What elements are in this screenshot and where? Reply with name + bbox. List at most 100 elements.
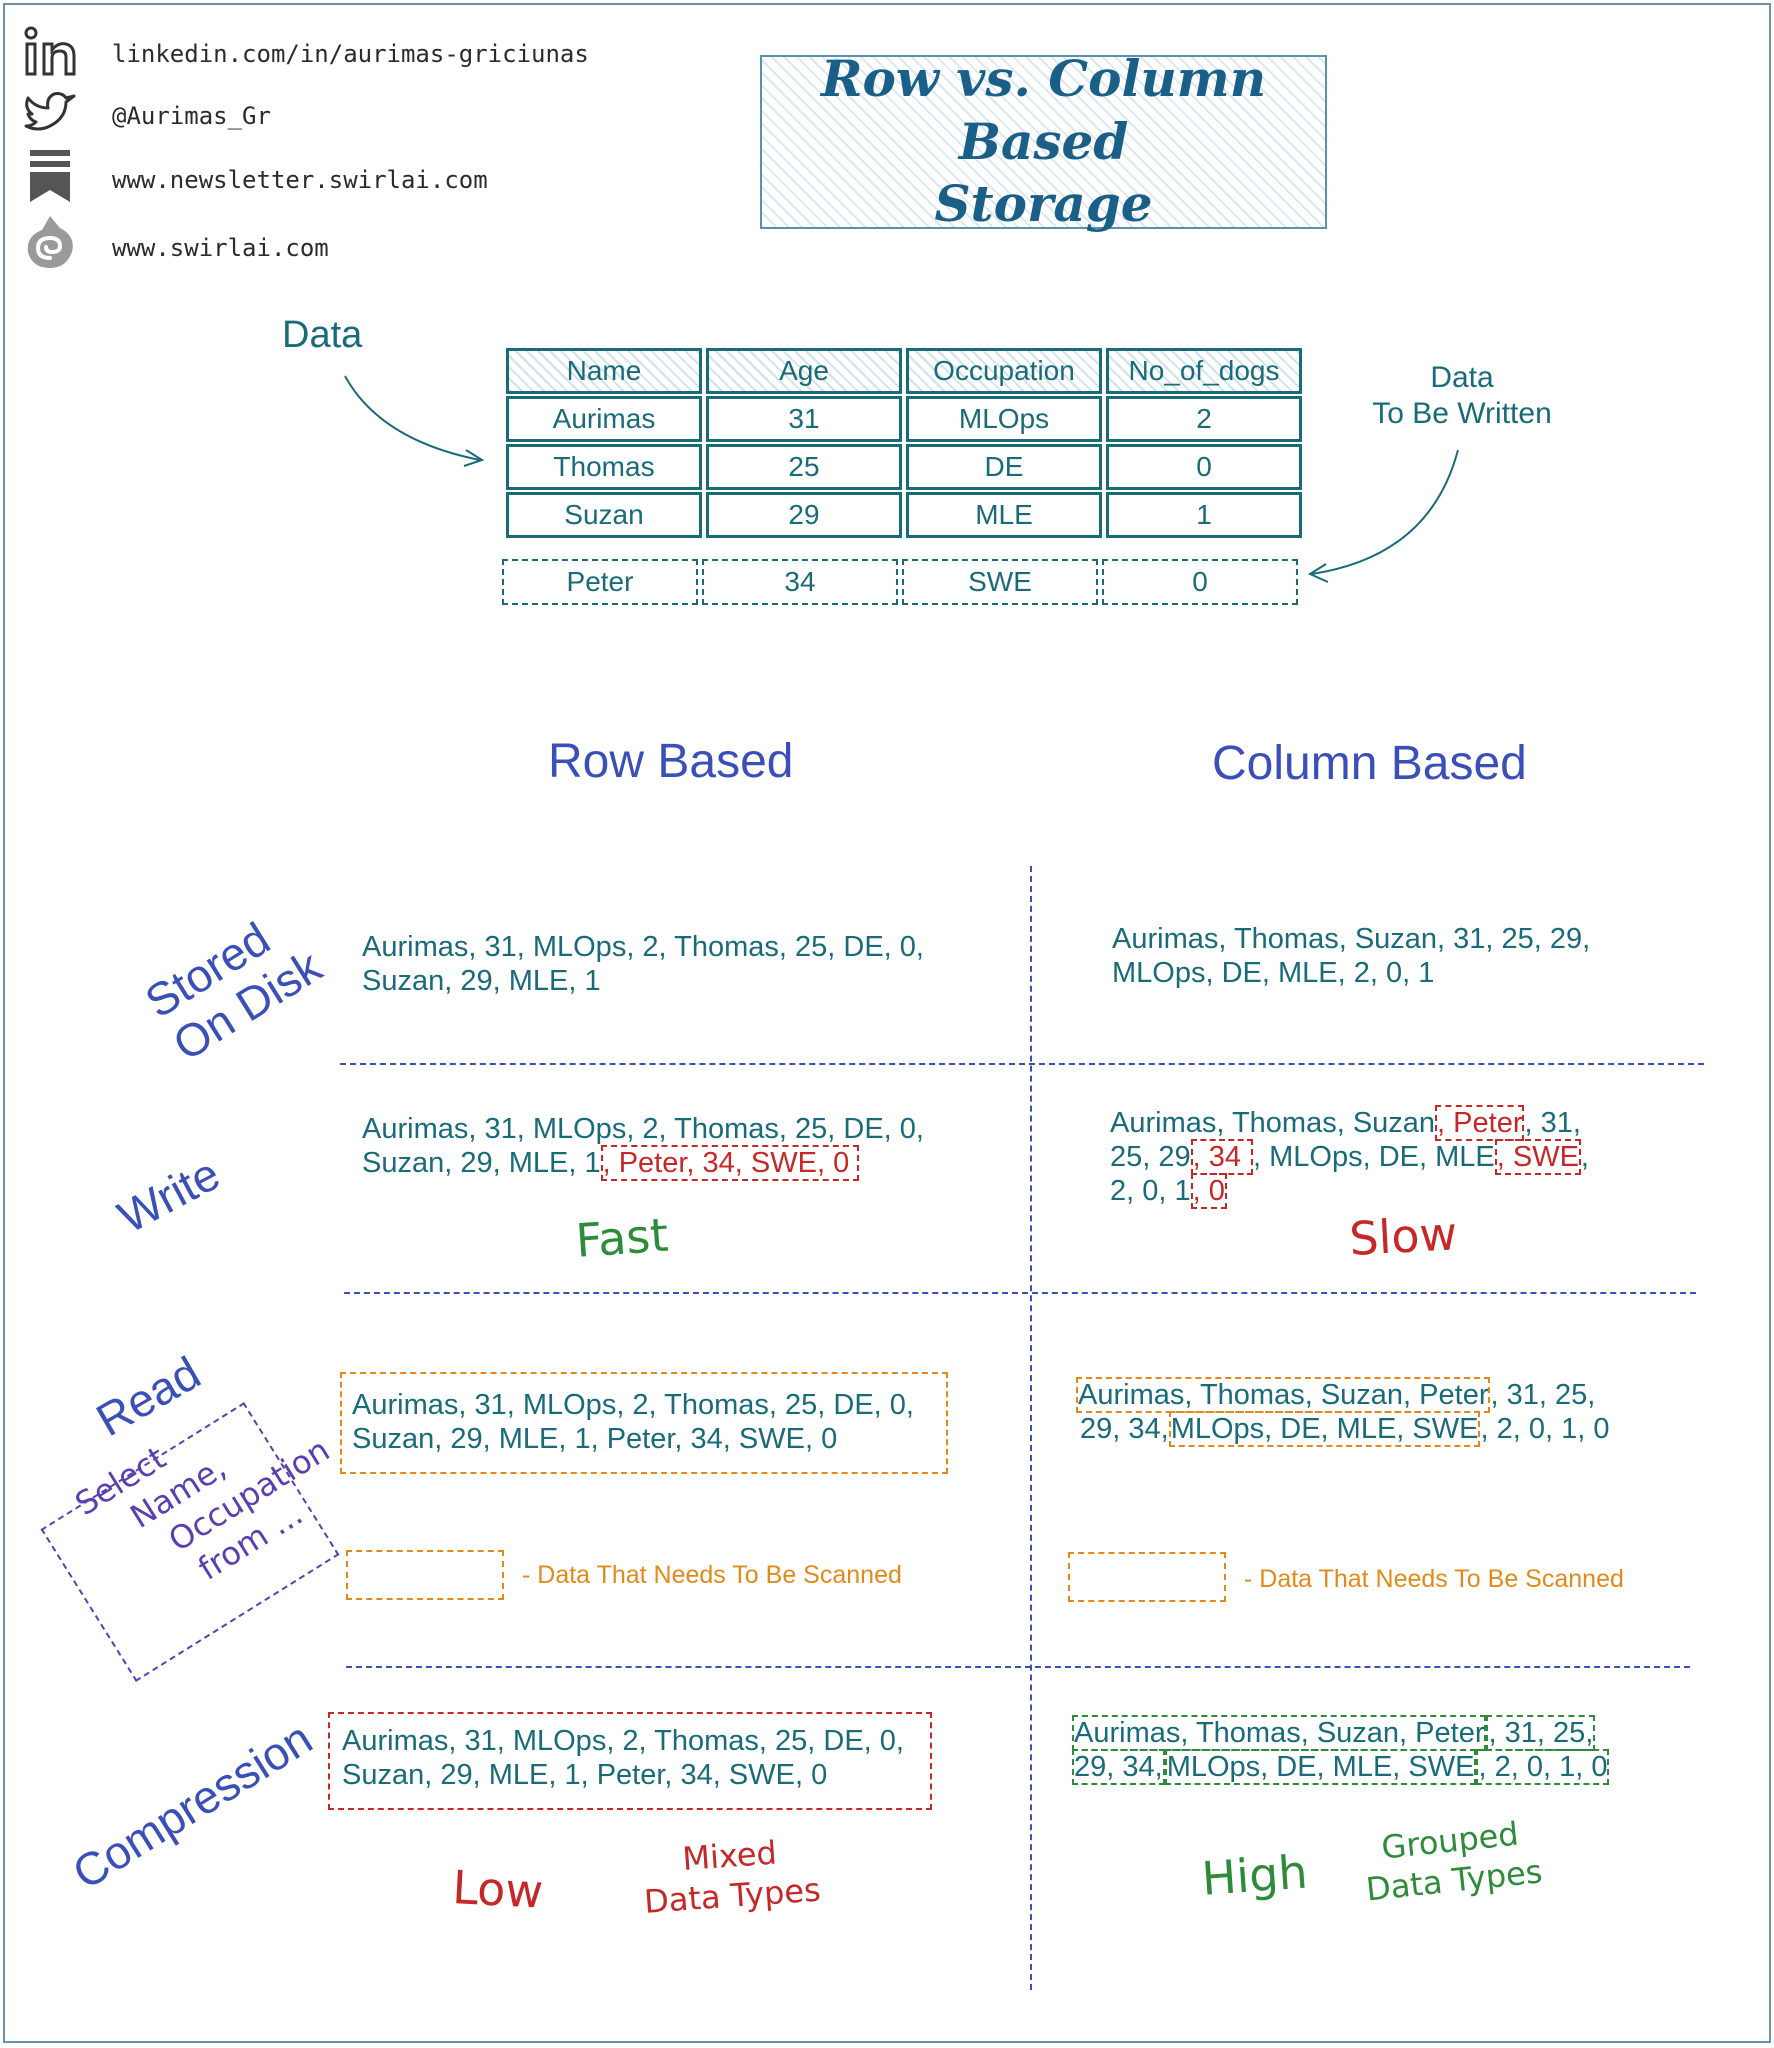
write-column-comma: ,: [1580, 1141, 1589, 1173]
write-row-new-data: , Peter, 34, SWE, 0: [600, 1145, 860, 1181]
read-column-line1: Aurimas, Thomas, Suzan, Peter, 31, 25,: [1076, 1377, 1609, 1413]
header-age: Age: [706, 348, 902, 394]
horizontal-divider-1: [340, 1063, 1704, 1065]
write-column-new-age: , 34: [1190, 1139, 1254, 1175]
table-header-row: Name Age Occupation No_of_dogs: [506, 348, 1302, 394]
stored-column-line1: Aurimas, Thomas, Suzan, 31, 25, 29,: [1112, 923, 1591, 955]
data-arrow-icon: [344, 375, 485, 467]
stored-column-line2: MLOps, DE, MLE, 2, 0, 1: [1112, 957, 1435, 989]
write-row-existing: Suzan, 29, MLE, 1: [362, 1147, 601, 1179]
write-arrow-icon: [1307, 449, 1459, 583]
stored-row-text: Aurimas, 31, MLOps, 2, Thomas, 25, DE, 0…: [362, 930, 924, 998]
stored-row-line1: Aurimas, 31, MLOps, 2, Thomas, 25, DE, 0…: [362, 931, 924, 963]
write-column-occupations: , MLOps, DE, MLE: [1253, 1141, 1495, 1173]
compression-column-line2: 29, 34,MLOps, DE, MLE, SWE, 2, 0, 1, 0: [1072, 1749, 1610, 1785]
read-row-line1: Aurimas, 31, MLOps, 2, Thomas, 25, DE, 0…: [352, 1389, 914, 1421]
read-column-dogs: , 2, 0, 1, 0: [1480, 1413, 1610, 1445]
compression-column-ages: 29, 34,: [1072, 1749, 1165, 1785]
header-occupation: Occupation: [906, 348, 1102, 394]
page-frame: [3, 3, 1771, 2043]
header-no-of-dogs: No_of_dogs: [1106, 348, 1302, 394]
cell: 29: [706, 492, 902, 538]
compression-row-text: Aurimas, 31, MLOps, 2, Thomas, 25, DE, 0…: [342, 1724, 904, 1792]
write-column-names: Aurimas, Thomas, Suzan: [1110, 1107, 1436, 1139]
horizontal-divider-2: [344, 1292, 1696, 1294]
data-to-be-written-line2: To Be Written: [1372, 397, 1552, 430]
write-column-new-occupation: , SWE: [1494, 1139, 1581, 1175]
stored-row-line2: Suzan, 29, MLE, 1: [362, 965, 601, 997]
read-row-text: Aurimas, 31, MLOps, 2, Thomas, 25, DE, 0…: [352, 1388, 914, 1456]
cell: 2: [1106, 396, 1302, 442]
website-url[interactable]: www.swirlai.com: [112, 234, 329, 262]
write-row-text: Aurimas, 31, MLOps, 2, Thomas, 25, DE, 0…: [362, 1112, 924, 1181]
write-column-line3: 2, 0, 1, 0: [1110, 1173, 1589, 1209]
cell: MLOps: [906, 396, 1102, 442]
data-to-be-written-label: Data To Be Written: [1372, 360, 1552, 432]
table-row: Suzan 29 MLE 1: [506, 492, 1302, 538]
swirl-logo-icon: [27, 216, 73, 268]
write-column-dogs: 2, 0, 1: [1110, 1175, 1191, 1207]
compression-row-line1: Aurimas, 31, MLOps, 2, Thomas, 25, DE, 0…: [342, 1725, 904, 1757]
table-row: Thomas 25 DE 0: [506, 444, 1302, 490]
twitter-icon: [24, 92, 76, 131]
column-based-heading: Column Based: [1212, 737, 1527, 790]
write-row-line2: Suzan, 29, MLE, 1, Peter, 34, SWE, 0: [362, 1145, 924, 1181]
compression-column-ages-start: , 31, 25,: [1486, 1715, 1596, 1751]
data-label: Data: [282, 314, 363, 356]
linkedin-url[interactable]: linkedin.com/in/aurimas-griciunas: [112, 40, 589, 68]
row-based-heading: Row Based: [548, 735, 794, 788]
legend-swatch-row: [346, 1550, 504, 1600]
compression-column-names: Aurimas, Thomas, Suzan, Peter: [1072, 1715, 1487, 1751]
title-box: Row vs. Column Based Storage: [760, 49, 1327, 233]
newsletter-icon: [30, 150, 70, 202]
compression-column-level: High: [1200, 1844, 1310, 1906]
header-name: Name: [506, 348, 702, 394]
read-column-ages-start: , 31, 25,: [1490, 1379, 1596, 1411]
cell: Thomas: [506, 444, 702, 490]
read-row-scan-box: [340, 1372, 948, 1474]
write-row-speed: Fast: [574, 1207, 670, 1268]
read-row-line2: Suzan, 29, MLE, 1, Peter, 34, SWE, 0: [352, 1423, 838, 1455]
page-title: Row vs. Column Based Storage: [820, 49, 1267, 234]
vertical-divider: [1030, 866, 1032, 1990]
write-column-line2: 25, 29, 34, MLOps, DE, MLE, SWE,: [1110, 1139, 1589, 1175]
compression-column-dogs: , 2, 0, 1, 0: [1476, 1749, 1610, 1785]
read-column-ages: 29, 34,: [1080, 1413, 1169, 1445]
compression-column-text: Aurimas, Thomas, Suzan, Peter, 31, 25, 2…: [1072, 1715, 1610, 1785]
twitter-handle[interactable]: @Aurimas_Gr: [112, 102, 271, 130]
write-column-line1: Aurimas, Thomas, Suzan, Peter, 31,: [1110, 1105, 1589, 1141]
write-column-text: Aurimas, Thomas, Suzan, Peter, 31, 25, 2…: [1110, 1105, 1589, 1209]
cell: 31: [706, 396, 902, 442]
cell: MLE: [906, 492, 1102, 538]
cell: Suzan: [506, 492, 702, 538]
read-column-names: Aurimas, Thomas, Suzan, Peter: [1076, 1377, 1491, 1413]
compression-row-line2: Suzan, 29, MLE, 1, Peter, 34, SWE, 0: [342, 1759, 828, 1791]
write-column-ages-start: , 31,: [1524, 1107, 1581, 1139]
cell: DE: [906, 444, 1102, 490]
data-table: Name Age Occupation No_of_dogs Aurimas 3…: [502, 346, 1306, 540]
write-column-new-name: , Peter: [1435, 1105, 1525, 1141]
horizontal-divider-3: [346, 1666, 1690, 1668]
table-row: Aurimas 31 MLOps 2: [506, 396, 1302, 442]
newsletter-url[interactable]: www.newsletter.swirlai.com: [112, 166, 488, 194]
read-column-occupations: MLOps, DE, MLE, SWE: [1168, 1411, 1481, 1447]
cell: 0: [1102, 559, 1298, 605]
read-column-text: Aurimas, Thomas, Suzan, Peter, 31, 25, 2…: [1076, 1377, 1610, 1447]
legend-swatch-column: [1068, 1552, 1226, 1602]
legend-text-column: - Data That Needs To Be Scanned: [1244, 1565, 1624, 1593]
legend-text-row: - Data That Needs To Be Scanned: [522, 1561, 902, 1589]
cell: 25: [706, 444, 902, 490]
cell: 34: [702, 559, 898, 605]
compression-row-level: Low: [451, 1860, 545, 1919]
new-data-row: Peter 34 SWE 0: [502, 559, 1298, 605]
write-row-line1: Aurimas, 31, MLOps, 2, Thomas, 25, DE, 0…: [362, 1113, 924, 1145]
linkedin-icon: [24, 26, 76, 76]
cell: 0: [1106, 444, 1302, 490]
cell: 1: [1106, 492, 1302, 538]
compression-column-line1: Aurimas, Thomas, Suzan, Peter, 31, 25,: [1072, 1715, 1609, 1751]
write-column-speed: Slow: [1348, 1206, 1459, 1266]
read-column-line2: 29, 34,MLOps, DE, MLE, SWE, 2, 0, 1, 0: [1076, 1411, 1610, 1447]
write-column-ages: 25, 29: [1110, 1141, 1191, 1173]
cell: Peter: [502, 559, 698, 605]
